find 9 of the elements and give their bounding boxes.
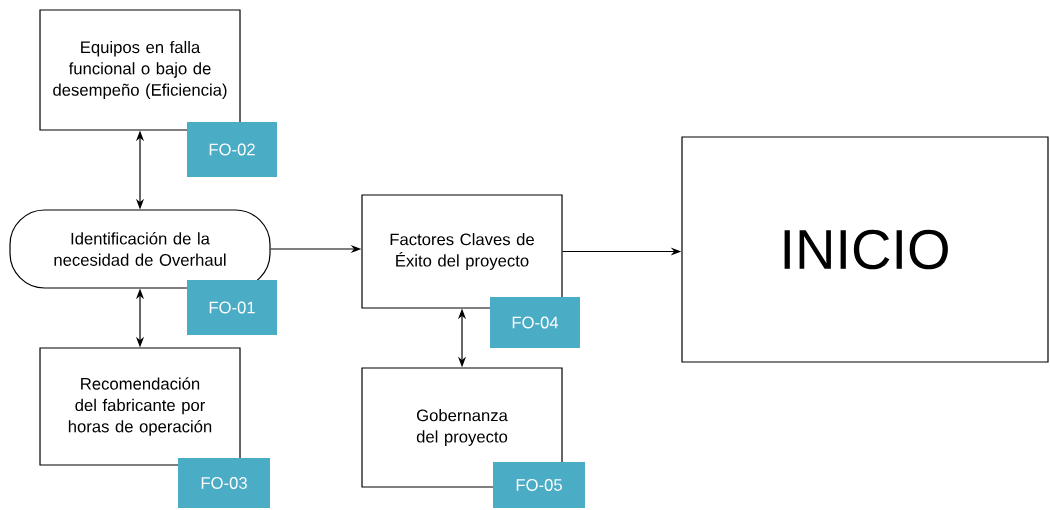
process-box: Factores Claves de Éxito del proyecto [361,194,563,309]
code-tag: FO-05 [493,462,585,508]
code-tag: FO-01 [187,280,277,335]
code-tag: FO-04 [490,297,580,348]
process-box: INICIO [681,136,1049,363]
code-tag: FO-02 [187,122,277,177]
process-box: Equipos en falla funcional o bajo de desempeño (Eficiencia) [39,9,241,131]
code-tag: FO-03 [178,458,270,508]
process-box: Recomendación del fabricante por horas de operación [39,347,241,466]
